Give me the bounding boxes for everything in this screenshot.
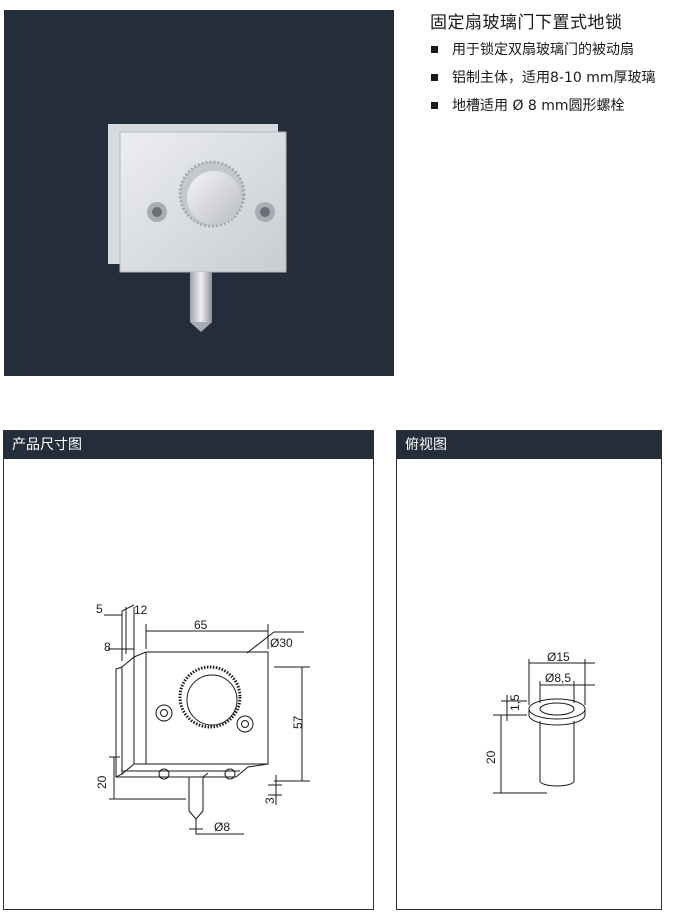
feature-list: 用于锁定双扇玻璃门的被动扇 铝制主体，适用8-10 mm厚玻璃 地槽适用 Ø 8…: [430, 41, 656, 125]
dim-diameter-8-5: Ø8,5: [545, 671, 571, 685]
feature-text: 地槽适用 Ø 8 mm圆形螺栓: [452, 98, 625, 114]
floor-lock-image: [108, 124, 287, 332]
dim-57: 57: [291, 715, 305, 729]
product-photo: [4, 10, 394, 376]
dim-65: 65: [194, 618, 208, 632]
list-item: 地槽适用 Ø 8 mm圆形螺栓: [430, 97, 656, 125]
panel-header: 俯视图: [397, 431, 661, 459]
top-view-panel: 俯视图 Ø15 Ø8,5 1,5 20: [396, 430, 662, 910]
dim-diameter-30: Ø30: [270, 636, 293, 650]
dimension-drawing-panel: 产品尺寸图: [3, 430, 374, 910]
dimension-drawing: 5 12 8 65 Ø30 57 20 3 Ø8: [95, 602, 310, 835]
list-item: 用于锁定双扇玻璃门的被动扇: [430, 41, 656, 69]
dim-20: 20: [95, 775, 109, 789]
panel-header: 产品尺寸图: [4, 431, 373, 459]
dim-5: 5: [96, 602, 103, 616]
feature-text: 用于锁定双扇玻璃门的被动扇: [452, 42, 634, 58]
dim-1-5: 1,5: [508, 694, 522, 711]
dim-20: 20: [484, 750, 498, 764]
feature-text: 铝制主体，适用8-10 mm厚玻璃: [452, 70, 656, 86]
dim-pin-diameter-8: Ø8: [214, 820, 230, 834]
bullet-square-icon: [431, 102, 438, 109]
bullet-square-icon: [431, 74, 438, 81]
dim-3: 3: [263, 797, 277, 804]
list-item: 铝制主体，适用8-10 mm厚玻璃: [430, 69, 656, 97]
bullet-square-icon: [431, 46, 438, 53]
product-title: 固定扇玻璃门下置式地锁: [430, 13, 623, 33]
top-view-drawing: Ø15 Ø8,5 1,5 20: [484, 650, 595, 794]
dim-diameter-15: Ø15: [547, 650, 570, 664]
dim-8: 8: [104, 640, 111, 654]
dim-12: 12: [134, 603, 148, 617]
